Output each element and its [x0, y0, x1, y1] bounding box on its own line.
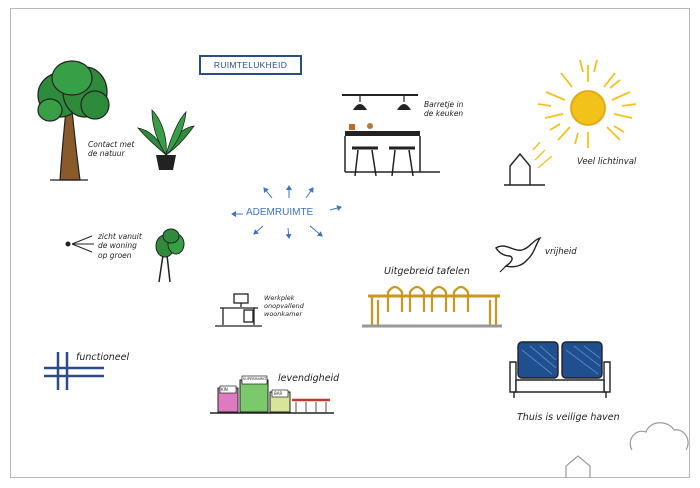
label-freedom: vrijheid — [545, 247, 577, 257]
desk-icon — [215, 293, 262, 327]
dove-icon — [495, 236, 542, 273]
label-workplace: Werkplek onopvallend woonkamer — [264, 294, 304, 319]
label-nature: Contact met de natuur — [88, 140, 135, 159]
sofa-icon — [509, 341, 611, 398]
shop-sign-1: KIN — [221, 387, 228, 392]
label-functional: functioneel — [76, 352, 130, 363]
dining-table-icon — [362, 285, 502, 328]
sun-icon — [537, 59, 637, 148]
label-kitchen-bar: Barretje in de keuken — [424, 100, 464, 119]
view-icon — [65, 235, 94, 253]
breathing-arrows — [231, 185, 342, 239]
label-view: zicht vanuit de woning op groen — [98, 232, 142, 260]
shop-sign-3: BAR — [274, 391, 283, 396]
cloud-icon — [629, 422, 689, 451]
kitchen-bar-icon — [342, 94, 440, 177]
label-dining: Uitgebreid tafelen — [384, 266, 470, 277]
page-title: RUIMTELUKHEID — [199, 55, 302, 75]
slide-frame — [10, 8, 690, 478]
home-icon — [565, 455, 591, 478]
shops-icon — [210, 375, 334, 414]
center-concept-label: ADEMRUIMTE — [246, 207, 314, 218]
plant-icon — [137, 109, 195, 170]
label-home: Thuis is veilige haven — [517, 412, 620, 423]
house-icon — [504, 141, 553, 186]
label-light: Veel lichtinval — [577, 157, 637, 167]
small-tree-icon — [155, 228, 185, 283]
shop-sign-2: SUPERMARKT — [243, 377, 267, 381]
grid-icon — [44, 352, 104, 390]
tree-icon — [37, 60, 110, 181]
label-liveliness: levendigheid — [278, 373, 340, 384]
